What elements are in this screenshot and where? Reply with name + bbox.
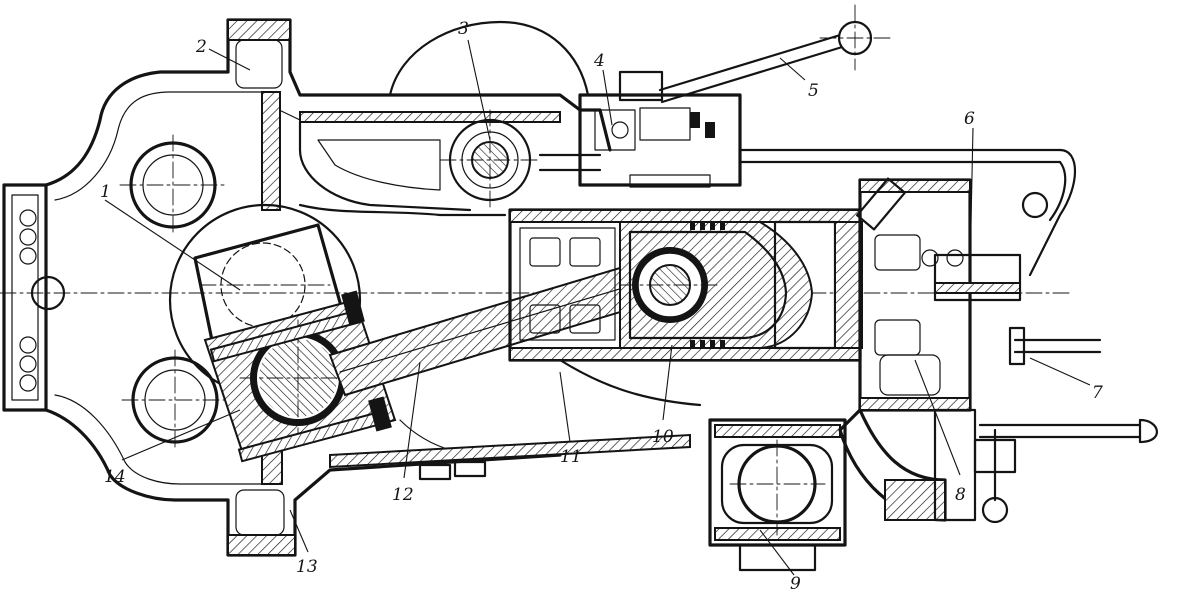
label-10-text: 10 <box>652 427 674 447</box>
label-3: 3 <box>458 19 491 141</box>
label-1: 1 <box>100 182 241 291</box>
piston-rings <box>690 222 725 348</box>
label-5-text: 5 <box>808 81 819 101</box>
label-8: 8 <box>914 359 966 505</box>
label-14: 14 <box>104 409 241 487</box>
cover-studs-upper <box>19 209 37 265</box>
part-labels: 1 2 3 4 5 6 7 8 <box>100 19 1103 591</box>
camshaft <box>439 109 541 211</box>
label-10: 10 <box>652 344 674 447</box>
label-7: 7 <box>1029 357 1103 403</box>
label-6: 6 <box>964 109 975 271</box>
label-9-text: 9 <box>790 574 801 591</box>
label-6-text: 6 <box>964 109 975 129</box>
label-2-text: 2 <box>195 37 207 57</box>
label-11-text: 11 <box>560 447 582 467</box>
label-4: 4 <box>593 51 613 126</box>
label-12-text: 12 <box>392 485 414 505</box>
label-12: 12 <box>392 361 421 505</box>
label-13-text: 13 <box>296 557 318 577</box>
label-8-text: 8 <box>955 485 966 505</box>
label-9: 9 <box>759 529 801 591</box>
flywheel <box>388 20 590 457</box>
cover-studs-lower <box>19 336 37 392</box>
cylinder-head <box>856 177 1022 412</box>
lower-manifold <box>708 418 847 572</box>
gudgeon-pin <box>619 247 721 323</box>
label-5: 5 <box>779 57 819 101</box>
left-end-cover <box>2 183 66 412</box>
label-14-text: 14 <box>104 467 126 487</box>
label-13: 13 <box>289 509 318 577</box>
label-3-text: 3 <box>458 19 469 39</box>
control-lever <box>618 4 891 104</box>
fuel-pipe <box>738 148 1077 277</box>
fuel-pump-governor <box>538 93 742 188</box>
label-4-text: 4 <box>593 51 605 71</box>
main-bearing-lower <box>121 349 229 451</box>
label-11: 11 <box>559 371 582 467</box>
label-7-text: 7 <box>1092 383 1103 403</box>
label-2: 2 <box>195 37 251 71</box>
cover-center-boss <box>30 275 66 311</box>
starting-handles <box>973 326 1158 524</box>
connecting-rod <box>328 260 662 397</box>
crankcase-casting <box>44 18 612 557</box>
main-bearing-upper <box>119 134 227 236</box>
label-1-text: 1 <box>100 182 111 202</box>
big-end-bearing <box>203 290 397 463</box>
upper-crankcase-wall <box>298 111 561 217</box>
